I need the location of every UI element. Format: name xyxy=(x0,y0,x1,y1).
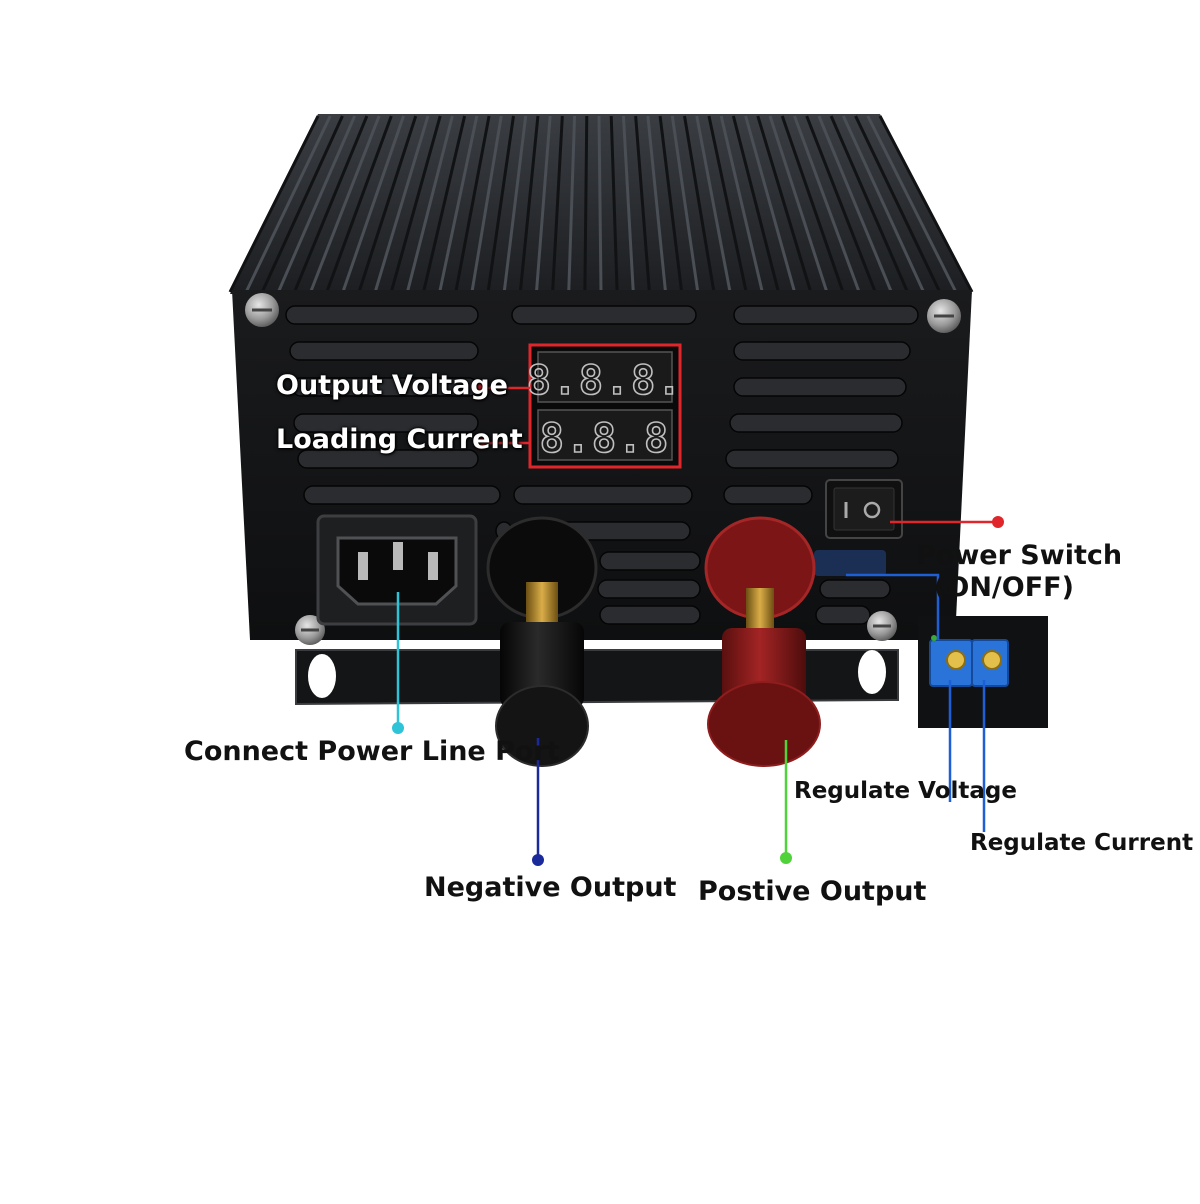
bracket-hole-right xyxy=(858,650,886,694)
fin-line xyxy=(518,115,540,293)
power-switch-line1: Power Switch xyxy=(916,540,1123,571)
fin-line xyxy=(438,115,479,293)
ac-inlet-port xyxy=(316,514,478,626)
fin-line xyxy=(670,115,700,293)
fin-line xyxy=(756,115,813,293)
fin-line xyxy=(277,115,357,293)
fin-line xyxy=(422,115,467,293)
vent-slot xyxy=(819,579,891,599)
vent-slot xyxy=(303,485,501,505)
potentiometer-inset xyxy=(918,616,1048,728)
voltage-readout: 8.8.8. xyxy=(527,358,684,404)
vent-slot xyxy=(815,605,871,625)
fin-line xyxy=(389,115,442,293)
loading-current-label: Loading Current xyxy=(276,424,523,455)
fin-line xyxy=(609,115,619,293)
positive-terminal xyxy=(704,516,821,767)
fin-line xyxy=(534,115,552,293)
fin-line xyxy=(841,115,925,293)
fin-line xyxy=(658,115,684,293)
fin-line xyxy=(719,115,764,293)
postive-output-label: Postive Output xyxy=(698,876,927,907)
fin-line xyxy=(244,115,332,293)
vent-slot xyxy=(733,377,907,397)
ventilation-slots xyxy=(285,305,919,625)
power-switch-line2: (ON/OFF) xyxy=(934,572,1074,603)
vent-slot xyxy=(289,341,479,361)
heatsink-fins xyxy=(228,115,974,293)
fin-line xyxy=(454,115,491,293)
fin-line xyxy=(583,115,589,293)
mounting-bracket xyxy=(295,649,899,706)
fin-line xyxy=(597,115,603,293)
fin-line xyxy=(805,115,877,293)
fin-line xyxy=(621,115,635,293)
screw-top-left xyxy=(245,293,279,327)
fin-line xyxy=(866,115,958,293)
fin-line xyxy=(780,115,845,293)
fin-line xyxy=(707,115,748,293)
vent-slot xyxy=(723,485,813,505)
output-voltage-label: Output Voltage xyxy=(276,370,508,401)
negative-terminal xyxy=(486,516,598,767)
fin-line xyxy=(695,115,732,293)
rocker-switch[interactable] xyxy=(825,479,903,539)
vent-slot xyxy=(297,449,479,469)
vent-slot xyxy=(729,413,903,433)
fin-line xyxy=(768,115,829,293)
screw-bottom-right xyxy=(867,611,897,641)
fin-line xyxy=(744,115,797,293)
fin-line xyxy=(293,115,369,293)
fin-line xyxy=(829,115,909,293)
fin-line xyxy=(502,115,528,293)
vent-slot xyxy=(733,341,911,361)
fin-line xyxy=(373,115,430,293)
fin-line xyxy=(683,115,716,293)
fin-line xyxy=(793,115,861,293)
potentiometer-slot xyxy=(814,550,886,576)
vent-slot xyxy=(599,551,701,571)
fin-line xyxy=(567,115,577,293)
fin-line xyxy=(405,115,454,293)
fin-line xyxy=(357,115,418,293)
fin-line xyxy=(817,115,893,293)
vent-slot xyxy=(293,413,479,433)
fin-line xyxy=(325,115,393,293)
vent-slot xyxy=(733,305,919,325)
fin-line xyxy=(260,115,344,293)
fin-line xyxy=(228,115,320,293)
screw-bottom-left xyxy=(295,615,325,645)
fin-line xyxy=(731,115,780,293)
vent-slot xyxy=(513,485,693,505)
fin-line xyxy=(309,115,381,293)
leader-lines xyxy=(392,382,1004,866)
current-readout: 8.8.8 xyxy=(540,416,670,462)
vent-slot xyxy=(725,449,899,469)
bracket-hole-left xyxy=(308,654,336,698)
led-display: 8.8.8. 8.8.8 xyxy=(526,343,684,469)
fin-line xyxy=(634,115,651,293)
fin-line xyxy=(470,115,503,293)
fin-line xyxy=(486,115,515,293)
vent-slot xyxy=(285,305,479,325)
vent-slot xyxy=(597,579,701,599)
fin-line xyxy=(854,115,942,293)
regulate-current-label: Regulate Current xyxy=(970,830,1194,856)
connect-power-line-port-label: Connect Power Line Port xyxy=(184,736,560,767)
fin-line xyxy=(551,115,564,293)
vent-slot xyxy=(511,305,697,325)
fin-line xyxy=(878,115,974,293)
fin-line xyxy=(646,115,668,293)
vent-slot xyxy=(599,605,701,625)
fin-line xyxy=(341,115,405,293)
power-switch-label: Power Switch (ON/OFF) xyxy=(916,540,1123,604)
regulate-voltage-label: Regulate Voltage xyxy=(794,778,1017,804)
screw-top-right xyxy=(927,299,961,333)
negative-output-label: Negative Output xyxy=(424,872,677,903)
